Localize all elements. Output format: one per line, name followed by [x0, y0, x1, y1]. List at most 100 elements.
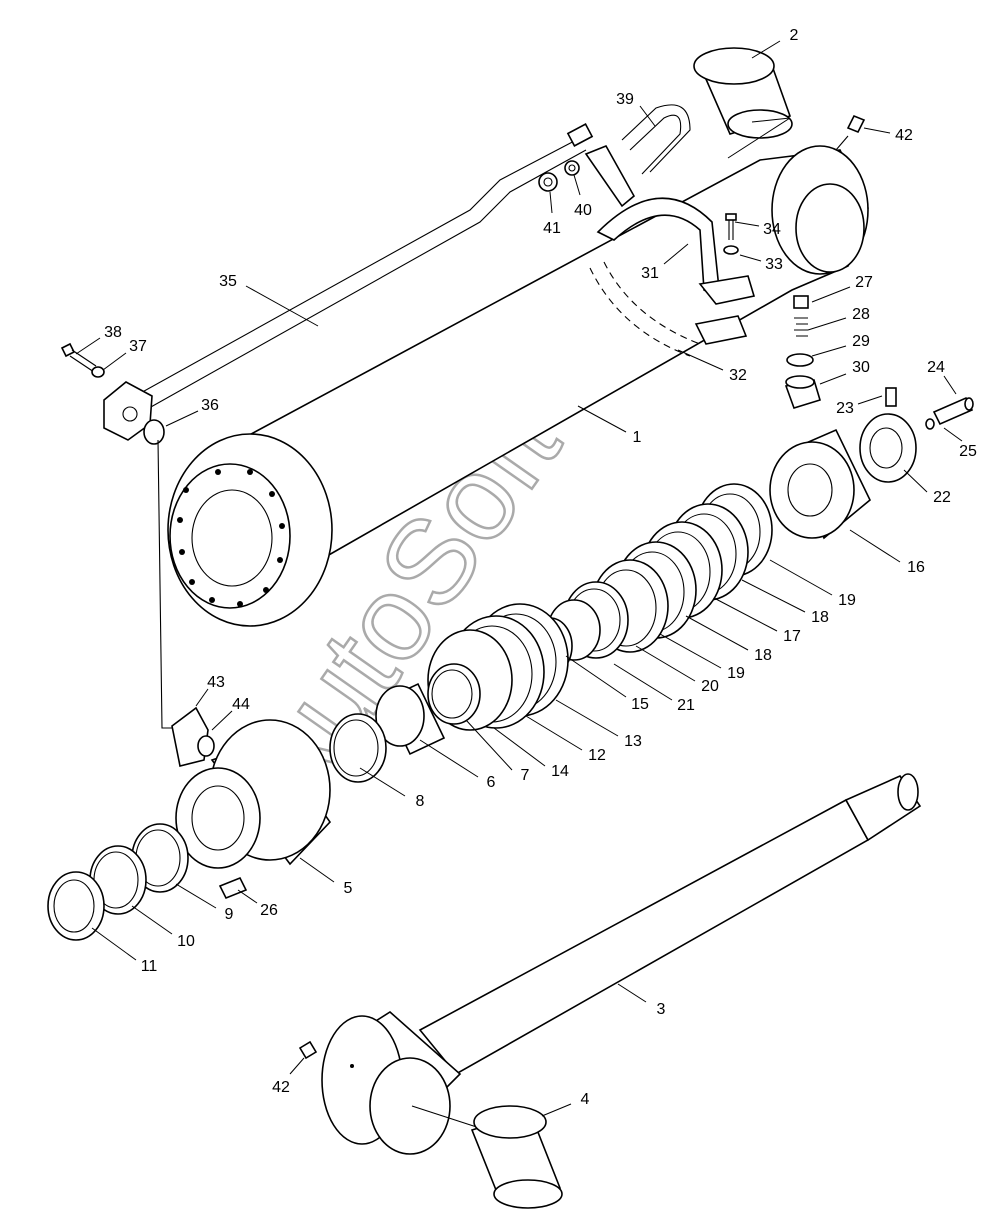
callout-number: 24 [927, 359, 945, 376]
callout-number: 25 [959, 443, 977, 460]
callout-number: 18 [811, 609, 829, 626]
callout-c-33: 33 [739, 254, 783, 273]
callout-c-21: 21 [613, 663, 695, 714]
leader-line [663, 243, 689, 265]
leader-line [811, 286, 851, 303]
callout-number: 26 [260, 902, 278, 919]
callout-c-12: 12 [525, 715, 606, 764]
set-screw-26 [218, 876, 248, 900]
clamp-32 [589, 261, 748, 357]
callout-number: 32 [729, 367, 747, 384]
callout-number: 41 [543, 220, 561, 237]
callout-number: 15 [631, 696, 649, 713]
leader-line [903, 469, 928, 493]
rod-cover-5 [175, 719, 332, 869]
leader-line [541, 1103, 572, 1117]
callout-number: 2 [790, 27, 799, 44]
set-screw-23 [885, 387, 897, 407]
ring-8 [329, 713, 387, 783]
leader-line [807, 317, 847, 331]
callout-number: 37 [129, 338, 147, 355]
washer-37 [91, 366, 105, 378]
oring-25 [925, 418, 935, 430]
bushing-6 [375, 682, 446, 756]
spring-28 [794, 317, 808, 337]
callout-number: 18 [754, 647, 772, 664]
oring-36 [143, 419, 165, 445]
callout-c-34: 34 [734, 221, 781, 238]
leader-line [245, 285, 319, 327]
leader-line [237, 889, 258, 904]
bushing-2 [693, 47, 793, 139]
leader-line [739, 254, 762, 262]
callout-c-23: 23 [836, 395, 883, 417]
callout-c-42-top: 42 [863, 127, 913, 144]
leader-line [75, 337, 101, 355]
callout-number: 21 [677, 697, 695, 714]
leader-line [299, 857, 335, 883]
callout-number: 14 [551, 763, 569, 780]
washer-33 [723, 245, 739, 255]
callout-c-28: 28 [807, 306, 870, 331]
nut-41 [538, 172, 558, 192]
callout-number: 35 [219, 273, 237, 290]
leader-line [741, 579, 806, 613]
callout-number: 27 [855, 274, 873, 291]
callout-number: 1 [633, 429, 642, 446]
callout-c-22: 22 [903, 469, 951, 506]
leader-line [211, 710, 233, 731]
callout-number: 19 [727, 665, 745, 682]
leader-line [359, 767, 406, 797]
callout-number: 28 [852, 306, 870, 323]
callout-number: 42 [895, 127, 913, 144]
leader-line [751, 40, 781, 59]
leader-line [465, 719, 513, 771]
callout-number: 20 [701, 678, 719, 695]
callout-c-29: 29 [811, 333, 870, 357]
oring-44 [197, 735, 215, 757]
callout-c-31: 31 [641, 243, 689, 282]
leader-line [819, 373, 847, 385]
leader-line [493, 727, 546, 767]
valve-30 [784, 375, 821, 409]
callout-number: 38 [104, 324, 122, 341]
leader-line [565, 655, 627, 698]
leader-line [811, 345, 847, 357]
callout-c-16: 16 [849, 529, 925, 576]
leader-line [635, 645, 696, 682]
leader-line [555, 699, 619, 737]
leader-line [639, 105, 656, 127]
bushing-4 [470, 1105, 563, 1209]
leader-line [713, 597, 778, 632]
callout-number: 11 [141, 958, 158, 975]
callout-c-17: 17 [713, 597, 801, 645]
callout-number: 10 [177, 933, 195, 950]
leader-line [677, 349, 724, 371]
callout-c-18a: 18 [741, 579, 829, 626]
callout-c-44: 44 [211, 696, 250, 731]
callout-c-4: 4 [541, 1091, 590, 1117]
callout-c-14: 14 [493, 727, 569, 780]
callout-c-19a: 19 [769, 559, 856, 609]
leader-line [165, 410, 199, 427]
callout-c-35: 35 [219, 273, 319, 327]
leader-line [617, 983, 647, 1003]
bushing-2-guide [727, 117, 791, 159]
callout-c-2: 2 [751, 27, 799, 59]
u-bolt-39 [621, 104, 691, 175]
flange-bolt-38 [60, 342, 97, 373]
callout-c-24: 24 [927, 359, 957, 395]
callout-number: 22 [933, 489, 951, 506]
callout-number: 23 [836, 400, 854, 417]
callout-number: 8 [416, 793, 425, 810]
leader-line [863, 127, 891, 134]
lock-nut-22 [859, 413, 917, 483]
callout-number: 42 [272, 1079, 290, 1096]
callout-c-11: 11 [91, 927, 158, 975]
leader-line [175, 883, 217, 909]
callout-c-3: 3 [617, 983, 666, 1018]
leader-line [525, 715, 583, 751]
callout-c-42-bot: 42 [272, 1057, 305, 1096]
leader-line [685, 615, 749, 651]
